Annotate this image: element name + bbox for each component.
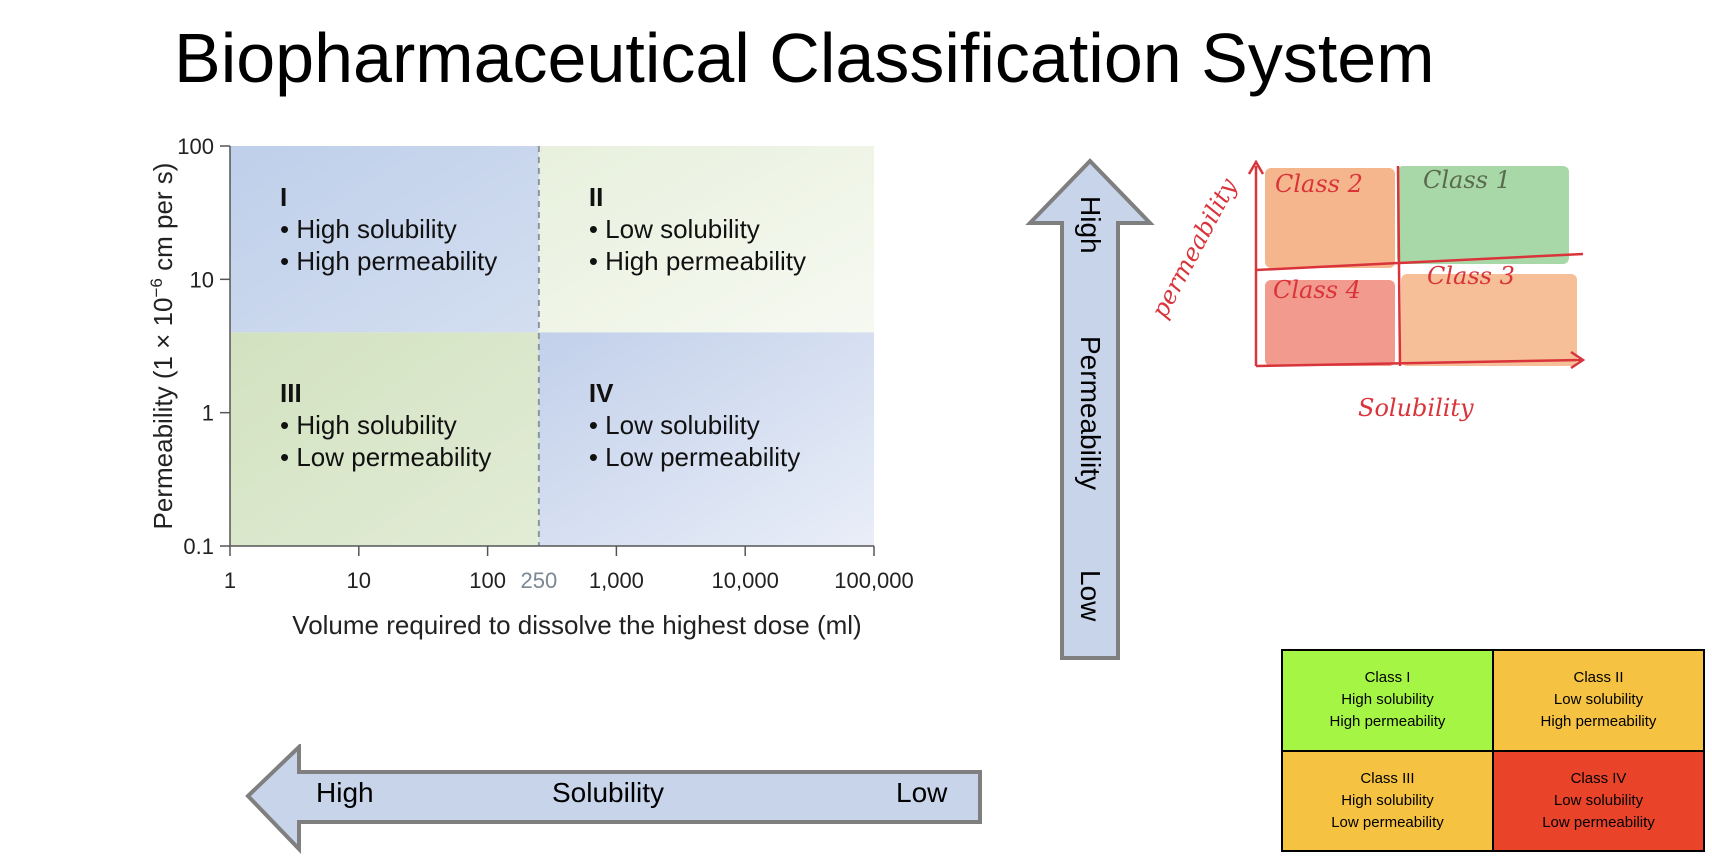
table-row: Class III High solubility Low permeabili…	[1281, 749, 1705, 852]
y-axis-label: Permeability (1 × 10−6 cm per s)	[147, 163, 178, 530]
quadrant-III-line2: • Low permeability	[280, 442, 491, 472]
x-axis-label: Volume required to dissolve the highest …	[292, 610, 861, 640]
quadrant-III-line1: • High solubility	[280, 410, 457, 440]
sketch-cell-class3	[1401, 274, 1577, 366]
solubility-high-label: High	[316, 777, 374, 808]
hand-sketch: Class 2 Class 1 Class 4 Class 3 permeabi…	[1146, 160, 1586, 422]
table-cell-class3: Class III High solubility Low permeabili…	[1281, 749, 1494, 852]
sketch-cell-class2	[1265, 168, 1395, 268]
quadrant-II-title: II	[589, 182, 603, 212]
quadrant-III-title: III	[280, 378, 302, 408]
quadrant-IV-title: IV	[589, 378, 614, 408]
quadrant-III-bg	[230, 332, 539, 546]
x-tick-label: 100,000	[834, 568, 914, 593]
quadrant-I-bg	[230, 146, 539, 333]
sketch-mid-horizontal	[1255, 252, 1584, 272]
table-cell-class1: Class I High solubility High permeabilit…	[1281, 649, 1494, 752]
quadrant-I-line1: • High solubility	[280, 214, 457, 244]
page-title: Biopharmaceutical Classification System	[174, 19, 1435, 97]
x-tick-label: 1,000	[589, 568, 644, 593]
y-tick-label: 0.1	[183, 534, 214, 559]
sketch-x-label: Solubility	[1358, 394, 1474, 422]
cell-line: Class III	[1360, 769, 1415, 787]
y-tick-label: 10	[190, 267, 214, 292]
sketch-label-class2: Class 2	[1275, 170, 1363, 198]
sketch-label-class3: Class 3	[1427, 262, 1515, 290]
cell-line: High permeability	[1540, 713, 1657, 731]
table-cell-class2: Class II Low solubility High permeabilit…	[1492, 649, 1705, 752]
sketch-cell-class4	[1265, 280, 1395, 366]
cell-line: Class II	[1573, 669, 1624, 687]
sketch-label-class4: Class 4	[1273, 276, 1361, 304]
x-tick-label: 10,000	[712, 568, 779, 593]
sketch-y-label: permeability	[1146, 173, 1243, 322]
solubility-low-label: Low	[896, 777, 948, 808]
cell-line: High solubility	[1341, 791, 1434, 809]
solubility-arrow: High Solubility Low	[244, 742, 984, 854]
y-tick-label: 100	[177, 134, 214, 159]
cell-line: Low solubility	[1553, 691, 1644, 709]
x-tick-label: 10	[347, 568, 371, 593]
left-arrow-shape	[245, 742, 982, 854]
sketch-x-axis	[1255, 358, 1582, 368]
quadrant-I-line2: • High permeability	[280, 246, 497, 276]
sketch-y-arrowhead	[1247, 160, 1265, 175]
permeability-label: Permeability	[1075, 336, 1106, 491]
y-tick-label: 1	[202, 401, 214, 426]
permeability-arrow: High Permeability Low	[1025, 158, 1155, 660]
cell-line: High permeability	[1329, 713, 1446, 731]
cell-line: High solubility	[1341, 691, 1434, 709]
table-row: Class I High solubility High permeabilit…	[1281, 649, 1705, 752]
quadrant-IV-bg	[538, 332, 874, 546]
sketch-cell-class1	[1397, 166, 1569, 264]
cell-line: Low permeability	[1331, 813, 1444, 831]
cell-line: Low solubility	[1553, 791, 1644, 809]
cell-line: Class I	[1364, 669, 1411, 687]
cell-line: Low permeability	[1542, 813, 1655, 831]
x-tick-label: 100	[469, 568, 506, 593]
quadrant-II-line2: • High permeability	[589, 246, 806, 276]
x-tick-label: 250	[520, 568, 557, 593]
table-cell-class4: Class IV Low solubility Low permeability	[1492, 749, 1705, 852]
sketch-x-arrowhead	[1570, 350, 1586, 370]
quadrant-II-line1: • Low solubility	[589, 214, 760, 244]
quadrant-IV-line1: • Low solubility	[589, 410, 760, 440]
permeability-high-label: High	[1075, 196, 1106, 254]
up-arrow-shape	[1025, 158, 1155, 660]
bcs-chart: 100 10 1 0.1 1 10 100 250 1,000 10,000 100,000Volu…	[147, 134, 914, 640]
class-table: Class I High solubility High permeabilit…	[1281, 649, 1705, 852]
quadrant-I-title: I	[280, 182, 287, 212]
sketch-mid-vertical	[1396, 165, 1402, 367]
x-tick-label: 1	[224, 568, 236, 593]
quadrant-IV-line2: • Low permeability	[589, 442, 800, 472]
permeability-low-label: Low	[1075, 570, 1106, 622]
cell-line: Class IV	[1570, 769, 1627, 787]
solubility-label: Solubility	[552, 777, 665, 808]
quadrant-II-bg	[538, 146, 874, 333]
sketch-label-class1: Class 1	[1423, 166, 1511, 194]
